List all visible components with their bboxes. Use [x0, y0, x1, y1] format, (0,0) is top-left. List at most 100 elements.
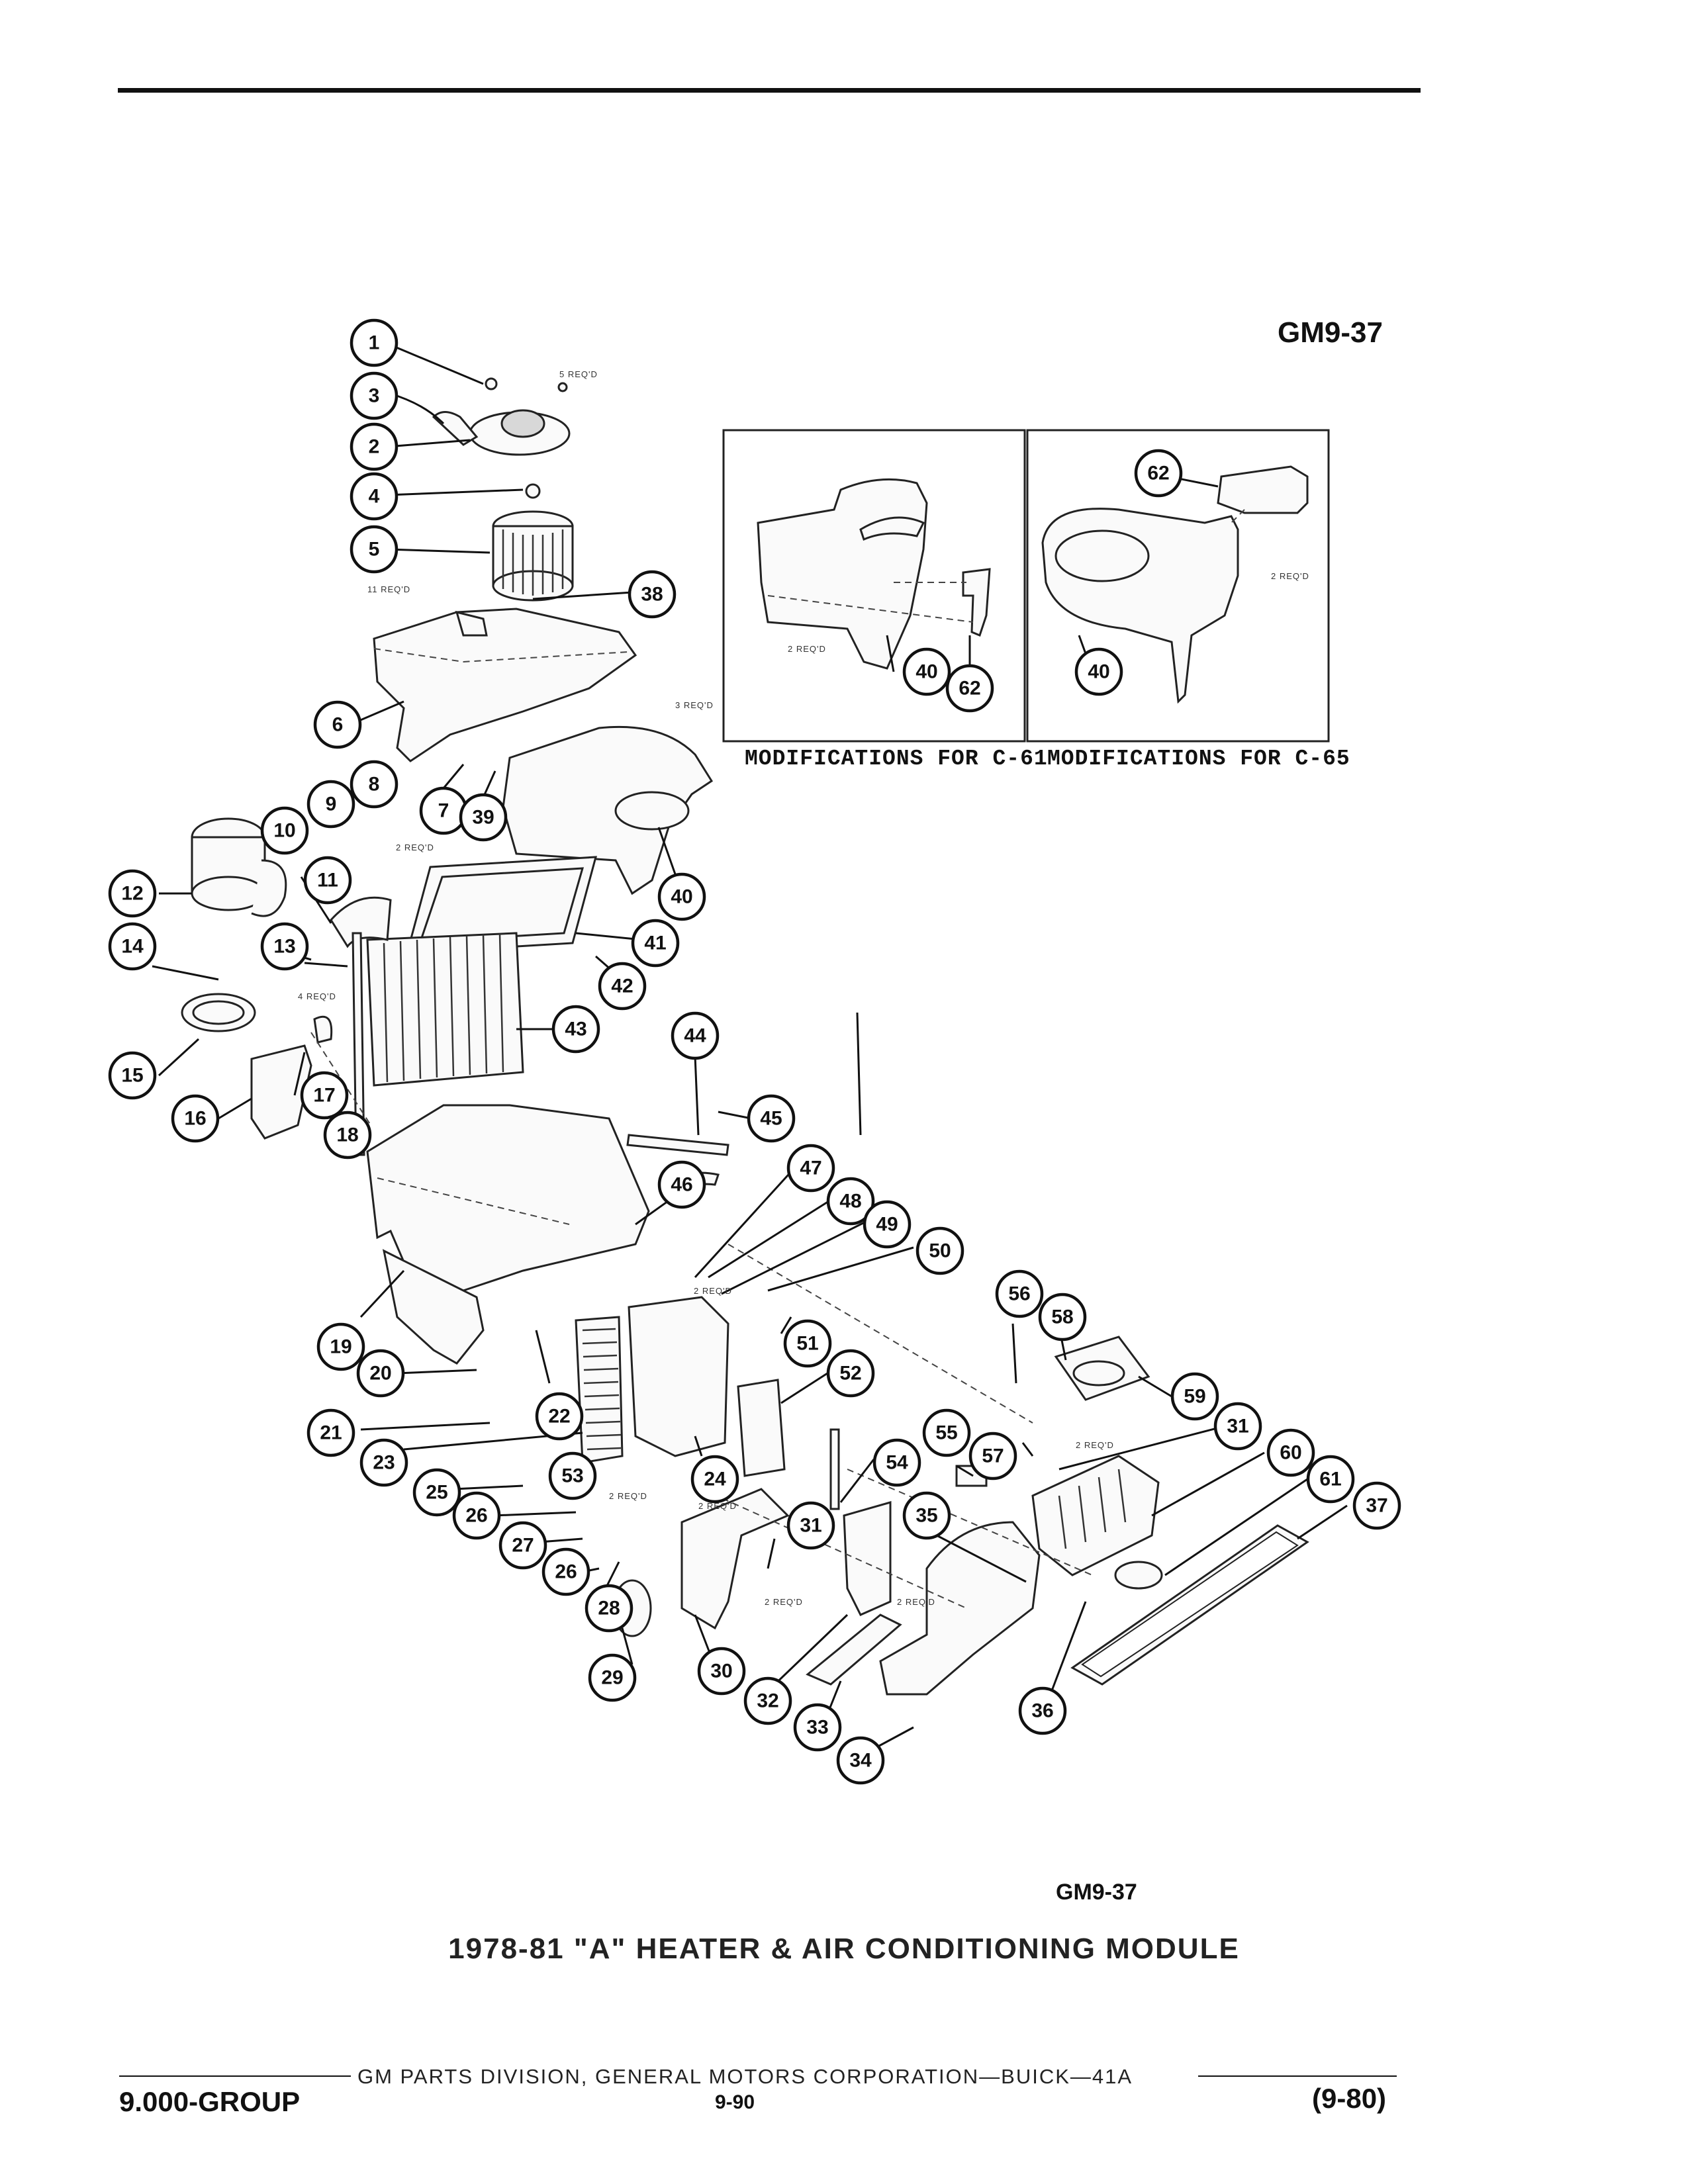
callout-10: 10	[260, 806, 309, 855]
svg-text:2 REQ'D: 2 REQ'D	[396, 842, 434, 852]
footer-date-code: (9-80)	[1312, 2083, 1387, 2114]
callout-49: 49	[863, 1200, 912, 1249]
inset-1-callout-62: 62	[945, 664, 994, 713]
vacuum-diaphragm	[1114, 1561, 1163, 1590]
callout-4: 4	[350, 472, 399, 521]
svg-text:13: 13	[273, 936, 295, 958]
callout-21: 21	[306, 1408, 355, 1457]
inset-caption-c61: MODIFICATIONS FOR C-61	[745, 747, 1048, 771]
svg-text:2 REQ'D: 2 REQ'D	[694, 1286, 732, 1296]
svg-text:2 REQ'D: 2 REQ'D	[1076, 1440, 1114, 1450]
callout-3: 3	[350, 371, 399, 420]
svg-text:43: 43	[565, 1019, 586, 1040]
callout-33: 33	[793, 1703, 842, 1752]
callout-47: 47	[786, 1144, 835, 1193]
control-valve-module	[1031, 1455, 1160, 1576]
svg-text:20: 20	[369, 1363, 391, 1385]
svg-text:26: 26	[555, 1561, 577, 1583]
footer-publisher: GM PARTS DIVISION, GENERAL MOTORS CORPOR…	[357, 2065, 1133, 2088]
svg-text:52: 52	[839, 1363, 861, 1385]
svg-text:16: 16	[184, 1108, 206, 1130]
svg-text:62: 62	[1147, 463, 1169, 484]
filler-panel	[806, 1614, 902, 1686]
callout-8: 8	[350, 760, 399, 809]
svg-text:58: 58	[1051, 1306, 1073, 1328]
callout-2: 2	[350, 422, 399, 471]
svg-text:53: 53	[561, 1465, 583, 1487]
svg-text:38: 38	[641, 584, 663, 606]
callout-34: 34	[836, 1736, 885, 1785]
figure-id-bottom: GM9-37	[1056, 1880, 1137, 1905]
svg-text:47: 47	[800, 1158, 821, 1179]
callout-50: 50	[915, 1226, 964, 1275]
svg-text:54: 54	[886, 1452, 908, 1474]
callout-58: 58	[1038, 1293, 1087, 1342]
inset-frame-c65	[1026, 429, 1330, 743]
callout-1: 1	[350, 318, 399, 367]
svg-text:4: 4	[369, 486, 380, 508]
clamp-and-bracket	[181, 993, 333, 1140]
callout-44: 44	[671, 1011, 720, 1060]
inset-2-callout-40: 40	[1074, 647, 1123, 696]
svg-text:32: 32	[757, 1690, 778, 1712]
plenum-housing	[879, 1521, 1041, 1696]
callout-5: 5	[350, 525, 399, 574]
air-inlet-duct	[502, 725, 714, 895]
callout-46: 46	[657, 1160, 706, 1209]
svg-text:3 REQ'D: 3 REQ'D	[675, 700, 714, 710]
svg-text:50: 50	[929, 1240, 951, 1262]
svg-text:41: 41	[644, 933, 666, 954]
svg-text:8: 8	[369, 774, 380, 796]
svg-text:2 REQ'D: 2 REQ'D	[765, 1597, 803, 1607]
svg-text:23: 23	[373, 1452, 395, 1474]
svg-text:7: 7	[438, 800, 449, 822]
svg-text:11: 11	[317, 870, 338, 891]
footer-rule-left	[119, 2075, 351, 2077]
svg-text:6: 6	[332, 714, 344, 736]
svg-text:18: 18	[336, 1124, 358, 1146]
upper-case	[373, 608, 637, 762]
callout-7: 7	[419, 786, 468, 835]
callout-61: 61	[1306, 1455, 1355, 1504]
svg-text:2 REQ'D: 2 REQ'D	[897, 1597, 935, 1607]
callout-31: 31	[786, 1501, 835, 1550]
svg-text:24: 24	[704, 1469, 726, 1490]
callout-52: 52	[826, 1349, 875, 1398]
callout-40: 40	[657, 872, 706, 921]
defroster-duct	[680, 1488, 790, 1630]
seal-frame	[737, 1379, 786, 1477]
footer-page-number: 9-90	[715, 2091, 755, 2113]
svg-text:26: 26	[465, 1505, 487, 1527]
callout-42: 42	[598, 962, 647, 1011]
callout-41: 41	[631, 919, 680, 968]
svg-text:31: 31	[1227, 1416, 1248, 1437]
svg-text:35: 35	[915, 1505, 937, 1527]
svg-text:2 REQ'D: 2 REQ'D	[698, 1501, 737, 1511]
callout-16: 16	[171, 1094, 220, 1143]
callout-30: 30	[697, 1647, 746, 1696]
svg-text:15: 15	[121, 1065, 143, 1087]
svg-text:2: 2	[369, 436, 380, 458]
svg-text:40: 40	[1088, 661, 1109, 683]
svg-text:9: 9	[326, 794, 337, 815]
blower-wheel	[492, 483, 574, 602]
callout-38: 38	[628, 570, 677, 619]
footer-group: 9.000-GROUP	[119, 2086, 301, 2117]
svg-text:48: 48	[839, 1191, 861, 1212]
svg-text:40: 40	[671, 886, 692, 908]
seal-strip	[626, 1134, 729, 1156]
callout-35: 35	[902, 1491, 951, 1540]
svg-text:25: 25	[426, 1482, 447, 1504]
baffle	[843, 1501, 892, 1616]
inset-c61-module-drawing	[757, 478, 991, 670]
svg-text:5 REQ'D: 5 REQ'D	[559, 369, 598, 379]
figure-id-top: GM9-37	[1278, 316, 1383, 349]
callout-54: 54	[872, 1438, 921, 1487]
inset-frame-c61	[722, 429, 1026, 743]
evaporator-core	[366, 932, 524, 1087]
callout-29: 29	[588, 1653, 637, 1702]
callout-56: 56	[995, 1269, 1044, 1318]
svg-text:5: 5	[369, 539, 380, 561]
callout-24: 24	[690, 1455, 739, 1504]
